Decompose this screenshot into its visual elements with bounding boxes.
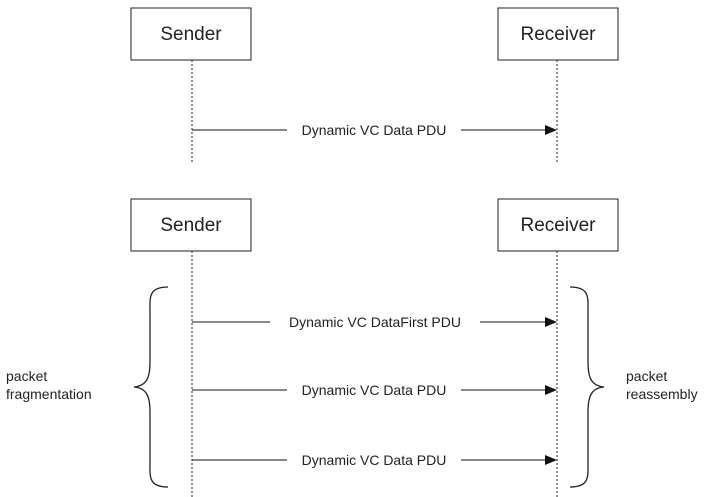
top-receiver-label: Receiver bbox=[521, 24, 597, 45]
top-receiver-box: Receiver bbox=[497, 7, 619, 61]
top-sender-label: Sender bbox=[160, 24, 222, 45]
left-annotation-line-1: packet bbox=[6, 368, 47, 384]
bottom-message-label-3: Dynamic VC Data PDU bbox=[302, 452, 447, 468]
top-message-label: Dynamic VC Data PDU bbox=[302, 122, 447, 138]
bottom-diagram: Sender Receiver Dynamic VC DataFirst PDU… bbox=[6, 198, 698, 497]
bottom-receiver-label: Receiver bbox=[521, 215, 597, 236]
left-annotation-line-2: fragmentation bbox=[6, 386, 92, 402]
bottom-message-label-2: Dynamic VC Data PDU bbox=[302, 382, 447, 398]
bottom-receiver-box: Receiver bbox=[497, 198, 619, 252]
bottom-sender-label: Sender bbox=[160, 215, 222, 236]
bottom-message-arrow-1: Dynamic VC DataFirst PDU bbox=[192, 313, 557, 331]
bottom-message-arrow-3: Dynamic VC Data PDU bbox=[192, 451, 557, 469]
top-diagram: Sender Receiver Dynamic VC Data PDU bbox=[130, 7, 619, 162]
bottom-message-label-1: Dynamic VC DataFirst PDU bbox=[289, 314, 461, 330]
right-annotation-line-2: reassembly bbox=[626, 386, 698, 402]
top-sender-box: Sender bbox=[130, 7, 252, 61]
right-brace bbox=[569, 286, 605, 488]
left-brace bbox=[133, 286, 169, 488]
bottom-message-arrow-2: Dynamic VC Data PDU bbox=[192, 381, 557, 399]
top-message-arrow: Dynamic VC Data PDU bbox=[192, 121, 557, 139]
bottom-sender-box: Sender bbox=[130, 198, 252, 252]
right-annotation-line-1: packet bbox=[626, 368, 667, 384]
